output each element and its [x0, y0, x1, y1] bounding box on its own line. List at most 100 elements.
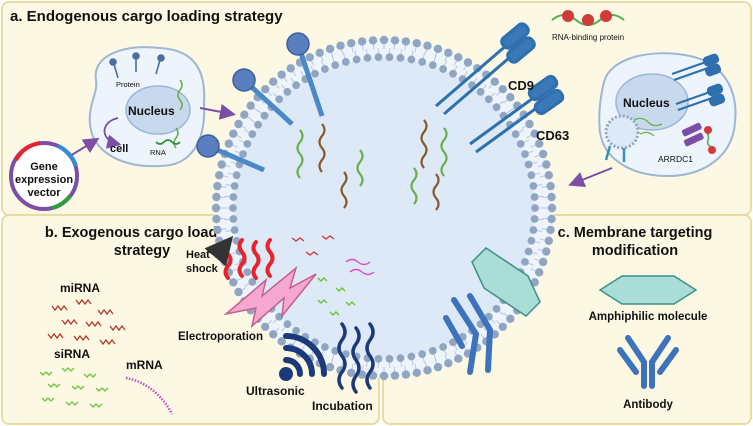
lipid-head [454, 53, 463, 62]
lipid-head [506, 93, 515, 102]
lipid-tail [411, 360, 414, 366]
lipid-tail [506, 109, 511, 114]
lipid-head [418, 58, 427, 66]
lipid-tail [230, 161, 236, 164]
lipid-tail [422, 357, 425, 363]
lipid-head [547, 214, 556, 224]
lipid-head [347, 39, 356, 48]
lipid-tail [503, 99, 508, 104]
lipid-tail [281, 326, 286, 332]
lipid-head [401, 37, 411, 46]
lipid-head [530, 215, 539, 223]
lipid-head [449, 338, 457, 347]
lipid-head [423, 41, 432, 50]
lipid-tail [530, 268, 536, 272]
lipid-head [229, 204, 237, 212]
cd63-label: CD63 [536, 128, 569, 143]
lipid-tail [244, 129, 250, 133]
lipid-tail [488, 84, 493, 89]
lipid-tail [535, 172, 541, 175]
lipid-tail [400, 48, 402, 54]
cd9-label: CD9 [508, 78, 534, 93]
lipid-tail [354, 50, 357, 56]
protein-stalks [109, 52, 165, 79]
lipid-head [248, 278, 257, 286]
lipid-tail [241, 125, 247, 129]
lipid-tail [532, 252, 538, 255]
lipid-tail [411, 50, 414, 56]
lipid-head [396, 54, 405, 62]
lipid-tail [454, 345, 458, 351]
lipid-head [217, 160, 226, 169]
panel-c-title-line1: c. Membrane targeting [557, 225, 713, 241]
lipid-tail [310, 65, 314, 71]
lipid-tail [444, 60, 448, 66]
lipid-tail [292, 339, 297, 345]
rna-label: RNA [150, 148, 166, 157]
mirna-label: miRNA [60, 281, 100, 295]
lipid-tail [537, 184, 543, 186]
lipid-head [229, 193, 238, 201]
lipid-head [292, 326, 300, 335]
nucleus-right [615, 73, 689, 131]
lipid-tail [272, 319, 277, 324]
lipid-head [390, 36, 400, 45]
lipid-tail [247, 116, 253, 121]
lipid-head [277, 337, 286, 346]
lipid-tail [290, 77, 295, 83]
ultrasonic-icon [279, 333, 327, 381]
lipid-head [234, 119, 243, 129]
lipid-head [530, 193, 539, 201]
lipid-tail [320, 56, 324, 62]
arrdc1-protein [681, 122, 716, 154]
lipid-tail [362, 45, 364, 51]
lipid-tail [236, 135, 242, 139]
lipid-head [492, 103, 501, 112]
arrow-vector-to-cell [69, 137, 100, 157]
lipid-head [516, 140, 525, 148]
lipid-head [385, 355, 394, 363]
lipid-head [229, 215, 238, 223]
vector-label-2: expression [15, 174, 73, 186]
lipid-head [283, 320, 292, 328]
nucleus-left [125, 85, 191, 135]
lipid-head [385, 53, 394, 61]
lipid-tail [515, 116, 521, 121]
lipid-tail [424, 49, 427, 55]
lipid-tail [499, 100, 504, 105]
lipid-head [407, 55, 416, 64]
lipid-head [243, 140, 252, 148]
lipid-tail [221, 186, 227, 188]
electroporation-label: Electroporation [178, 331, 263, 343]
small-rna-fragments [291, 235, 375, 316]
lipid-tail [444, 56, 448, 62]
vesicle-surface-proteins: CD9 CD63 [196, 22, 569, 173]
lipid-tail [331, 56, 335, 62]
lipid-tail [541, 186, 547, 188]
sirna-glyphs [39, 367, 109, 408]
lipid-head [215, 236, 224, 245]
lipid-head [401, 370, 411, 379]
lipid-tail [535, 241, 541, 244]
lipid-tail [223, 175, 229, 178]
lipid-head [243, 268, 252, 276]
lipid-head [275, 312, 284, 321]
incubation-icon [337, 322, 375, 394]
lipid-head [535, 268, 544, 277]
panel-a-title: a. Endogenous cargo loading strategy [10, 8, 283, 25]
lipid-tail [422, 53, 425, 59]
lipid-tail [414, 363, 417, 369]
lipid-head [439, 343, 447, 351]
lipid-head [229, 129, 238, 138]
rna-wave-left-1 [177, 79, 183, 111]
lipid-head [212, 214, 221, 224]
vector-label-1: Gene [30, 161, 58, 173]
lipid-head [524, 247, 533, 256]
lipid-head [484, 95, 493, 104]
lipid-tail [320, 60, 324, 66]
lipid-head [498, 85, 507, 94]
lipid-tail [351, 363, 354, 369]
lipid-tail [496, 320, 501, 325]
lipid-tail [433, 354, 437, 360]
